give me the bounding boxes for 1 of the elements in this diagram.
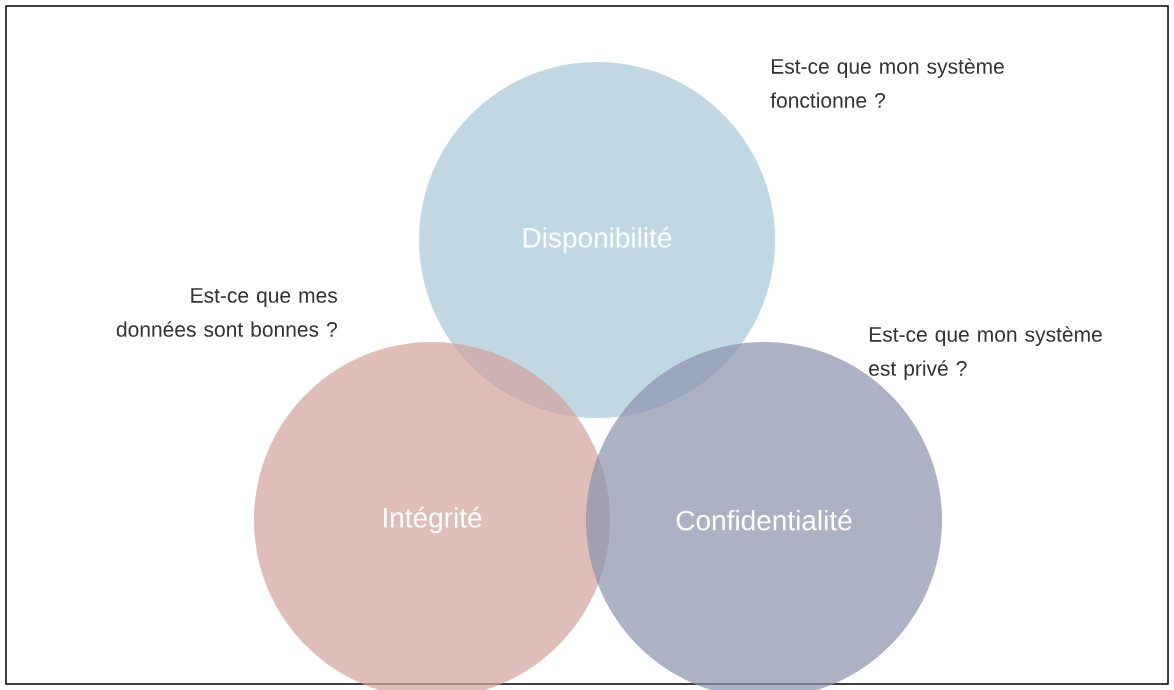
question-text: Est-ce que mes données sont bonnes ?	[116, 288, 337, 337]
